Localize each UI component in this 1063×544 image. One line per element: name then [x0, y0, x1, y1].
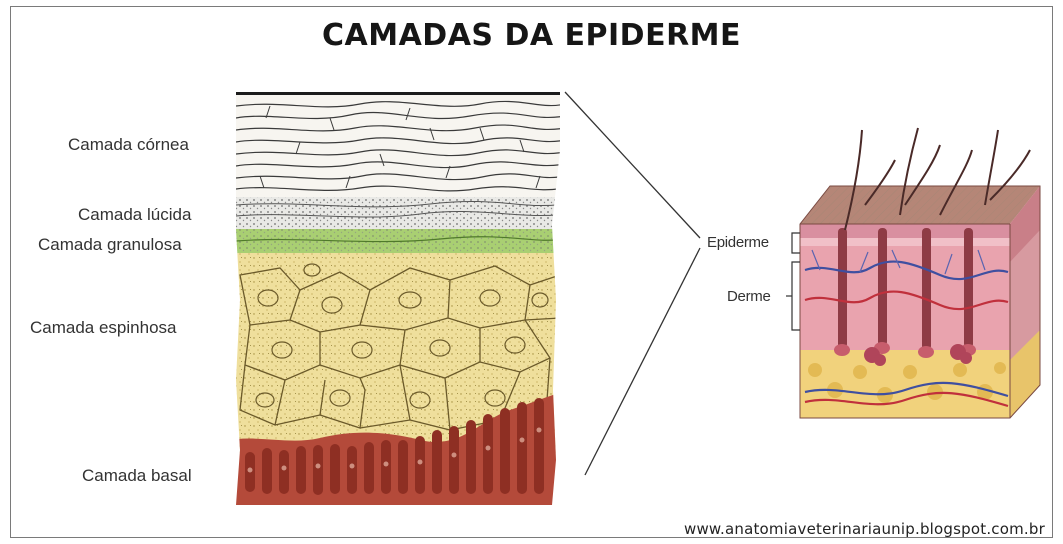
bracket-epiderme	[791, 232, 800, 254]
label-camada-lucida: Camada lúcida	[78, 205, 192, 224]
epidermis-column	[236, 92, 560, 505]
layer-cornea	[236, 92, 560, 197]
label-derme: Derme	[727, 288, 771, 305]
connector-bottom	[584, 247, 701, 476]
label-epiderme: Epiderme	[707, 234, 769, 251]
connector-top	[564, 91, 701, 239]
source-watermark: www.anatomiaveterinariaunip.blogspot.com…	[683, 520, 1045, 538]
bracket-derme	[786, 261, 800, 331]
label-camada-espinhosa: Camada espinhosa	[30, 318, 177, 337]
figure-title: CAMADAS DA EPIDERME	[321, 18, 742, 53]
skin-block	[799, 127, 1041, 419]
label-camada-granulosa: Camada granulosa	[38, 235, 182, 254]
label-camada-cornea: Camada córnea	[68, 135, 189, 154]
label-camada-basal: Camada basal	[82, 466, 192, 485]
